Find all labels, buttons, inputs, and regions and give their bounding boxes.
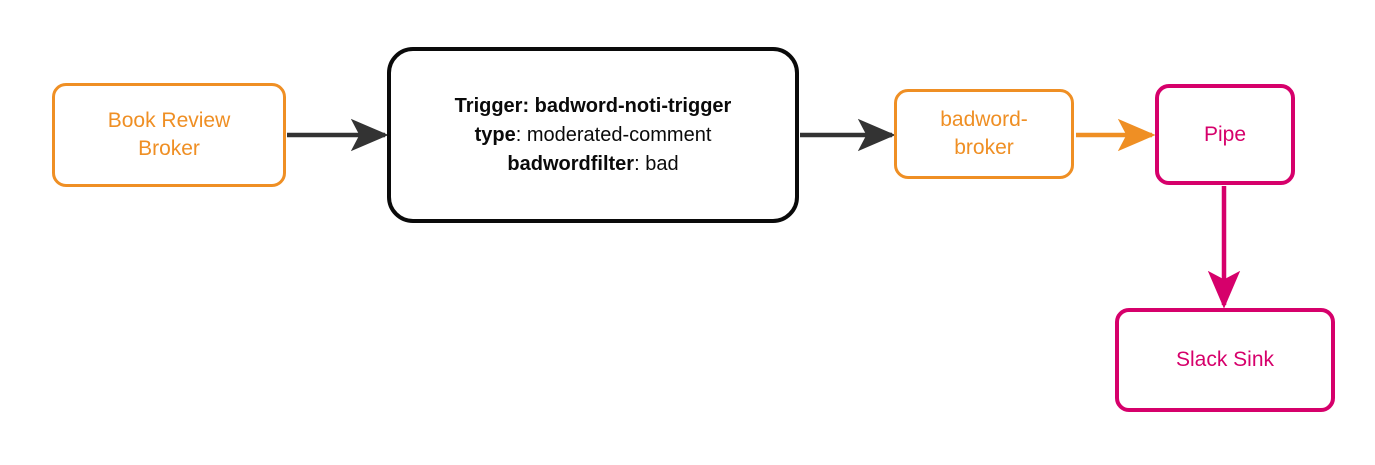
node-book-review-broker-label-line1: Book Review xyxy=(107,109,231,133)
trigger-name-text: Trigger: badword-noti-trigger xyxy=(454,94,732,117)
trigger-line-badwordfilter: badwordfilter: bad xyxy=(455,150,732,179)
node-slack-sink-label: Slack Sink xyxy=(1175,348,1275,372)
trigger-badwordfilter-key: badwordfilter xyxy=(507,152,635,175)
node-pipe[interactable]: Pipe xyxy=(1155,84,1295,185)
node-badword-broker-label-line1: badword- xyxy=(940,108,1028,132)
trigger-type-value: : moderated-comment xyxy=(515,123,712,146)
trigger-badwordfilter-value: : bad xyxy=(634,152,679,175)
trigger-line-type: type: moderated-comment xyxy=(455,121,732,150)
node-slack-sink[interactable]: Slack Sink xyxy=(1115,308,1335,412)
node-badword-broker-label-line2: broker xyxy=(954,136,1014,159)
trigger-type-key: type xyxy=(474,123,516,146)
node-book-review-broker[interactable]: Book Review Broker xyxy=(52,83,286,187)
node-pipe-label: Pipe xyxy=(1203,122,1247,146)
node-trigger[interactable]: Trigger: badword-noti-trigger type: mode… xyxy=(387,47,799,223)
node-badword-broker[interactable]: badword- broker xyxy=(894,89,1074,179)
trigger-line-name: Trigger: badword-noti-trigger xyxy=(455,92,732,121)
node-book-review-broker-label-line2: Broker xyxy=(138,137,200,160)
